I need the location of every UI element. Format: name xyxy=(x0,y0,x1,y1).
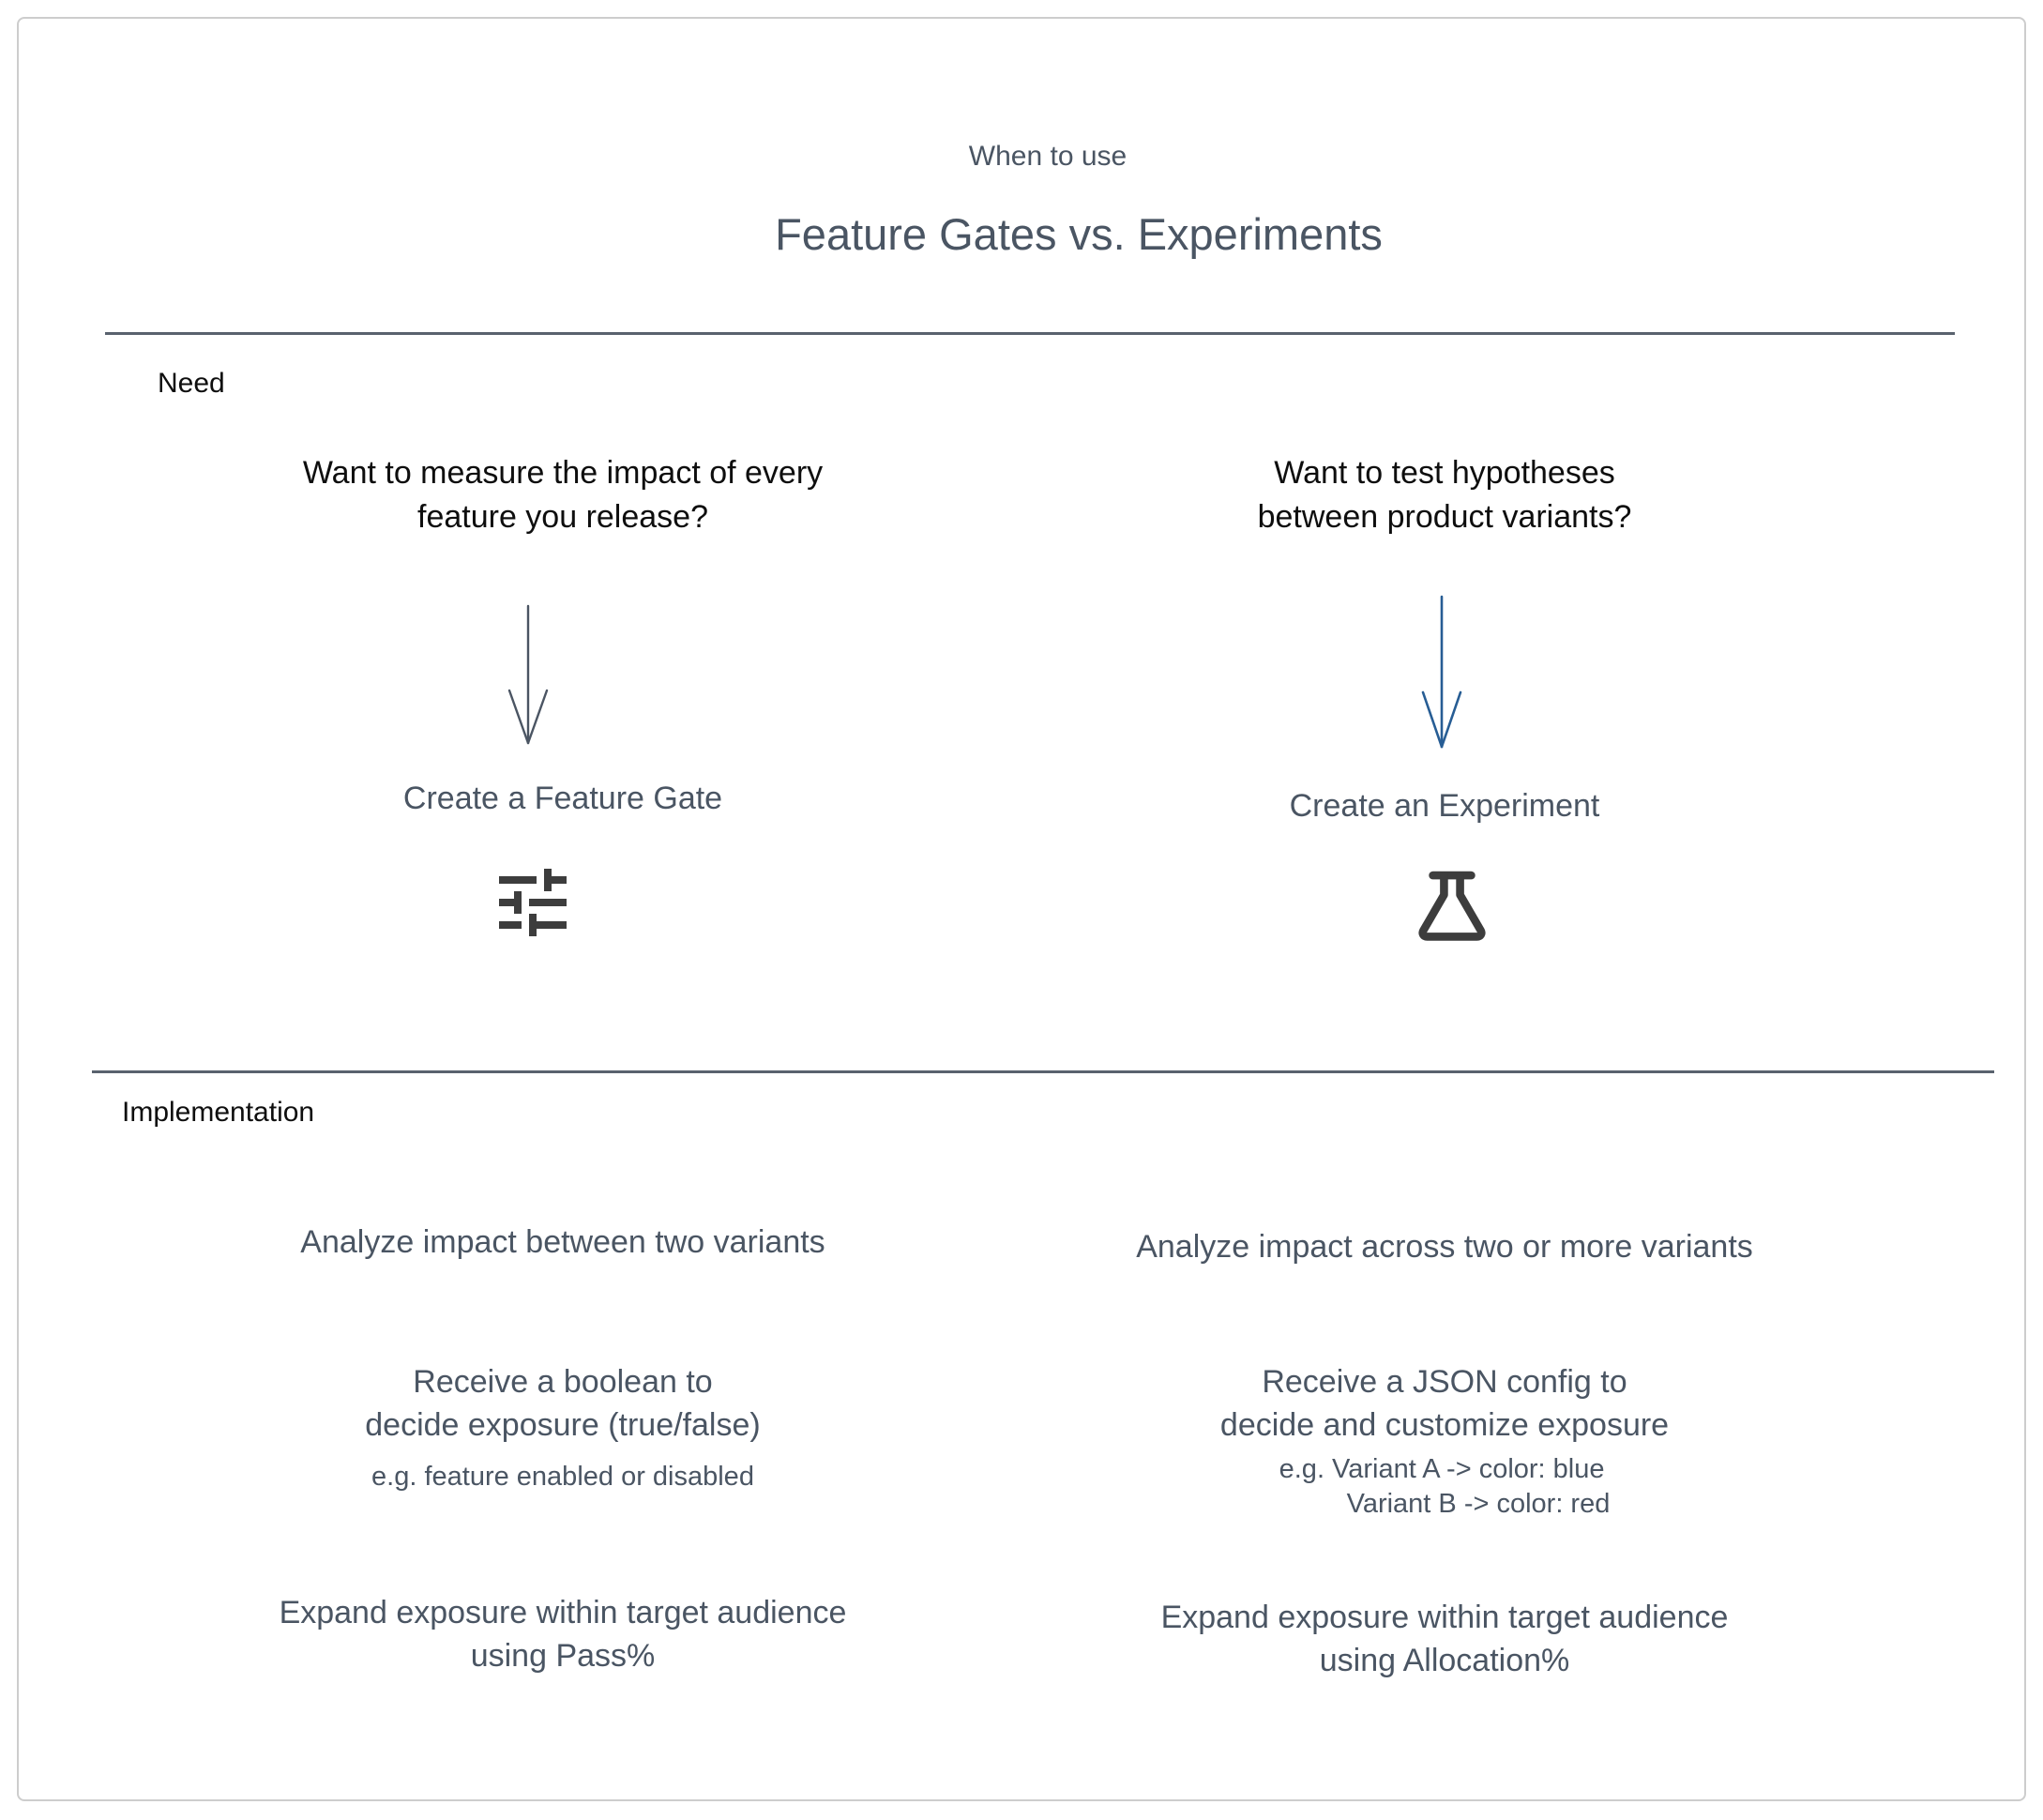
experiment-impl-row2-example-line1: e.g. Variant A -> color: blue xyxy=(1279,1454,1605,1484)
feature-gate-question-line1: Want to measure the impact of every xyxy=(302,455,824,491)
header-eyebrow: When to use xyxy=(968,141,1127,172)
experiment-impl-row3-line2: using Allocation% xyxy=(1319,1643,1570,1678)
experiment-impl-row2-example-line2: Variant B -> color: red xyxy=(1346,1489,1611,1519)
experiment-impl-row2-example: e.g. Variant A -> color: blue Variant B … xyxy=(1097,1452,1792,1522)
feature-gate-impl-row3-line1: Expand exposure within target audience xyxy=(279,1595,847,1630)
create-feature-gate-label: Create a Feature Gate xyxy=(402,781,723,816)
arrow-down-icon xyxy=(507,604,549,745)
implementation-section-label: Implementation xyxy=(122,1097,315,1128)
feature-gate-impl-row2-example: e.g. feature enabled or disabled xyxy=(371,1462,754,1492)
feature-gate-question-line2: feature you release? xyxy=(417,499,708,535)
experiment-impl-row1: Analyze impact across two or more varian… xyxy=(1136,1229,1753,1265)
diagram-frame xyxy=(17,17,2026,1801)
feature-gate-impl-row2: Receive a boolean to decide exposure (tr… xyxy=(0,1360,1126,1447)
experiment-impl-row2: Receive a JSON config to decide and cust… xyxy=(1097,1360,1792,1447)
feature-gate-impl-row1: Analyze impact between two variants xyxy=(300,1224,825,1260)
create-experiment-label: Create an Experiment xyxy=(1289,788,1600,824)
experiment-impl-row2-line2: decide and customize exposure xyxy=(1219,1407,1670,1443)
experiment-question-line2: between product variants? xyxy=(1257,499,1632,535)
feature-gate-impl-row2-line2: decide exposure (true/false) xyxy=(365,1407,761,1443)
feature-gate-impl-row2-line1: Receive a boolean to xyxy=(413,1364,713,1400)
experiment-impl-row3-line1: Expand exposure within target audience xyxy=(1160,1600,1729,1635)
need-section-divider xyxy=(105,332,1955,335)
feature-gate-impl-row3: Expand exposure within target audience u… xyxy=(0,1591,1126,1677)
arrow-down-icon xyxy=(1421,595,1462,749)
experiment-question-line1: Want to test hypotheses xyxy=(1274,455,1615,491)
sliders-icon xyxy=(499,869,567,936)
experiment-impl-row2-line1: Receive a JSON config to xyxy=(1262,1364,1627,1400)
flask-icon xyxy=(1418,871,1486,941)
feature-gate-question: Want to measure the impact of every feat… xyxy=(0,451,1126,539)
page-title: Feature Gates vs. Experiments xyxy=(775,209,1383,259)
implementation-section-divider xyxy=(92,1070,1994,1073)
experiment-question: Want to test hypotheses between product … xyxy=(1097,451,1792,539)
experiment-impl-row3: Expand exposure within target audience u… xyxy=(1097,1596,1792,1682)
need-section-label: Need xyxy=(158,368,225,399)
feature-gate-impl-row3-line2: using Pass% xyxy=(470,1638,656,1674)
